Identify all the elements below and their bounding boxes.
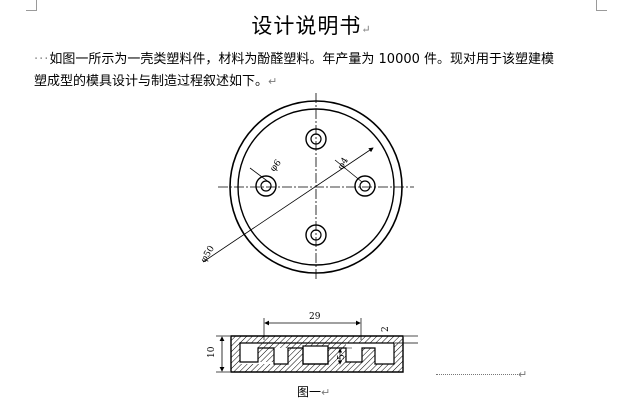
section-view: 29 10 2 5 xyxy=(207,312,418,373)
section-center-boss xyxy=(302,345,329,365)
leader-line-right-hole xyxy=(334,159,363,183)
dim-label-right-hole: φ4 xyxy=(336,156,351,172)
dim-label-inner: 5 xyxy=(337,354,347,360)
dotted-separator xyxy=(436,374,518,375)
dim-label-height: 10 xyxy=(207,346,217,358)
paragraph-mark: ↵ xyxy=(518,368,528,381)
paragraph-line-1: 如图一所示为一壳类塑料件，材料为酚醛塑料。年产量为 10000 件。现对用于该塑… xyxy=(49,52,555,67)
title-text: 设计说明书 xyxy=(251,14,362,38)
indent-dots: ··· xyxy=(34,52,50,67)
hole-bottom xyxy=(305,224,327,246)
dim-label-right-wall: 2 xyxy=(381,326,391,332)
caption-text: 图一 xyxy=(297,385,322,399)
figure-caption[interactable]: 图一↵ xyxy=(297,383,330,400)
hole-left xyxy=(255,175,277,197)
page-corner-mark-left xyxy=(26,0,37,11)
hole-top xyxy=(305,128,327,150)
dim-label-left-hole: φ6 xyxy=(268,158,283,174)
paragraph-mark: ↵ xyxy=(361,23,372,36)
dim-label-width: 29 xyxy=(309,312,321,322)
dimension-line-diameter xyxy=(202,147,374,263)
leader-line-left-hole xyxy=(249,167,271,184)
paragraph-line-2: 塑成型的模具设计与制造过程叙述如下。 xyxy=(34,74,269,89)
intro-paragraph[interactable]: ···如图一所示为一壳类塑料件，材料为酚醛塑料。年产量为 10000 件。现对用… xyxy=(34,49,600,93)
section-inner-outline xyxy=(239,342,395,365)
page-corner-mark-right xyxy=(596,0,607,11)
hole-right xyxy=(354,175,376,197)
paragraph-mark: ↵ xyxy=(268,75,278,88)
document-title[interactable]: 设计说明书↵ xyxy=(0,10,623,40)
paragraph-mark: ↵ xyxy=(321,386,331,399)
top-view: φ6 φ4 φ50 xyxy=(199,93,414,280)
